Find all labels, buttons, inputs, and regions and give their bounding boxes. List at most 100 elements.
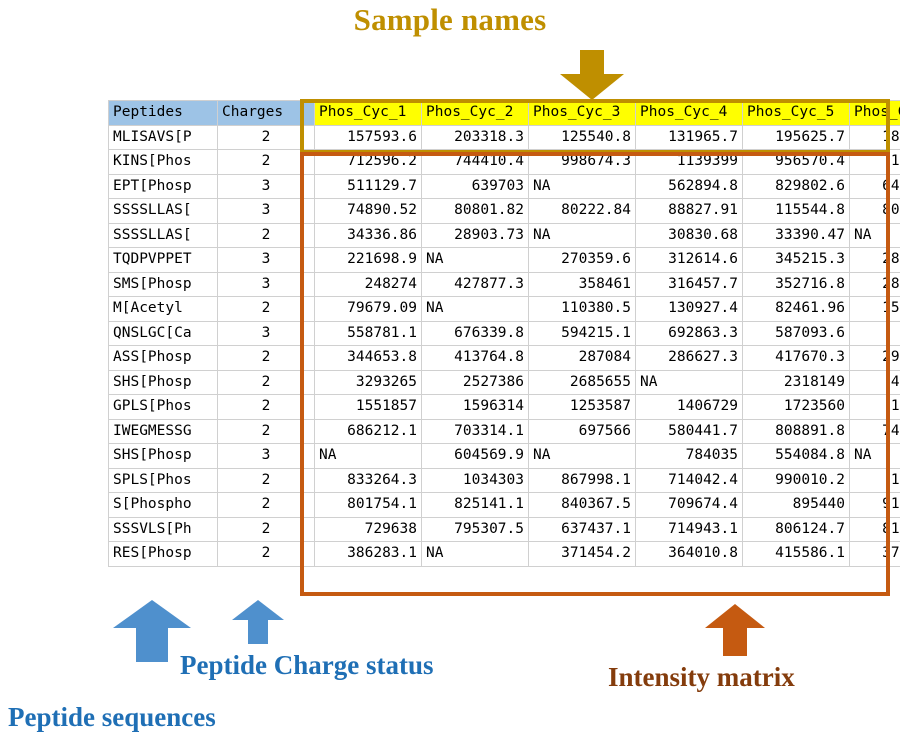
cell-intensity-s2[interactable]: 2527386	[421, 369, 529, 395]
cell-peptide[interactable]: MLISAVS[P	[108, 124, 218, 150]
cell-peptide[interactable]: IWEGMESSG	[108, 418, 218, 444]
cell-intensity-s2[interactable]: NA	[421, 296, 529, 322]
cell-peptide[interactable]: TQDPVPPET	[108, 247, 218, 273]
cell-intensity-s1[interactable]: 3293265	[314, 369, 422, 395]
cell-intensity-s1[interactable]: 248274	[314, 271, 422, 297]
cell-intensity-s6[interactable]: 745552.6	[849, 418, 900, 444]
cell-peptide[interactable]: RES[Phosp	[108, 541, 218, 567]
cell-intensity-s3[interactable]: 867998.1	[528, 467, 636, 493]
cell-intensity-s1[interactable]: 686212.1	[314, 418, 422, 444]
cell-charge[interactable]: 2	[217, 345, 315, 371]
cell-peptide[interactable]: ASS[Phosp	[108, 345, 218, 371]
cell-intensity-s3[interactable]: 998674.3	[528, 149, 636, 175]
cell-intensity-s6[interactable]: 1502006	[849, 394, 900, 420]
column-header-charges[interactable]: Charges	[217, 100, 315, 126]
cell-intensity-s1[interactable]: 729638	[314, 516, 422, 542]
cell-intensity-s1[interactable]: 157593.6	[314, 124, 422, 150]
cell-charge[interactable]: 2	[217, 516, 315, 542]
cell-charge[interactable]: 2	[217, 541, 315, 567]
cell-intensity-s5[interactable]: 1723560	[742, 394, 850, 420]
cell-intensity-s5[interactable]: 82461.96	[742, 296, 850, 322]
column-header-sample-6[interactable]: Phos_Cyc_6	[849, 100, 900, 126]
cell-intensity-s1[interactable]: NA	[314, 443, 422, 469]
cell-charge[interactable]: 3	[217, 320, 315, 346]
cell-intensity-s6[interactable]: 1120046	[849, 149, 900, 175]
cell-intensity-s4[interactable]: 286627.3	[635, 345, 743, 371]
cell-intensity-s2[interactable]: 604569.9	[421, 443, 529, 469]
cell-peptide[interactable]: SSSSLLAS[	[108, 222, 218, 248]
cell-intensity-s2[interactable]: 703314.1	[421, 418, 529, 444]
cell-intensity-s2[interactable]: 427877.3	[421, 271, 529, 297]
cell-peptide[interactable]: SSSVLS[Ph	[108, 516, 218, 542]
cell-intensity-s3[interactable]: 125540.8	[528, 124, 636, 150]
cell-intensity-s2[interactable]: 639703	[421, 173, 529, 199]
cell-intensity-s3[interactable]: 358461	[528, 271, 636, 297]
cell-intensity-s6[interactable]: 1039246	[849, 467, 900, 493]
cell-intensity-s2[interactable]: 80801.82	[421, 198, 529, 224]
cell-peptide[interactable]: SHS[Phosp	[108, 443, 218, 469]
cell-intensity-s4[interactable]: 131965.7	[635, 124, 743, 150]
cell-intensity-s5[interactable]: 415586.1	[742, 541, 850, 567]
cell-intensity-s6[interactable]: NA	[849, 222, 900, 248]
cell-intensity-s3[interactable]: 110380.5	[528, 296, 636, 322]
cell-intensity-s5[interactable]: 195625.7	[742, 124, 850, 150]
cell-intensity-s6[interactable]: 818071.6	[849, 516, 900, 542]
cell-intensity-s6[interactable]: 295301.9	[849, 345, 900, 371]
cell-intensity-s5[interactable]: 352716.8	[742, 271, 850, 297]
cell-charge[interactable]: 3	[217, 247, 315, 273]
cell-intensity-s1[interactable]: 34336.86	[314, 222, 422, 248]
cell-intensity-s6[interactable]: 913974.4	[849, 492, 900, 518]
cell-intensity-s2[interactable]: 744410.4	[421, 149, 529, 175]
column-header-sample-5[interactable]: Phos_Cyc_5	[742, 100, 850, 126]
cell-intensity-s4[interactable]: 562894.8	[635, 173, 743, 199]
cell-charge[interactable]: 2	[217, 418, 315, 444]
cell-intensity-s1[interactable]: 79679.09	[314, 296, 422, 322]
cell-intensity-s4[interactable]: 1139399	[635, 149, 743, 175]
cell-charge[interactable]: 3	[217, 443, 315, 469]
cell-intensity-s4[interactable]: 784035	[635, 443, 743, 469]
cell-intensity-s3[interactable]: 80222.84	[528, 198, 636, 224]
cell-intensity-s1[interactable]: 221698.9	[314, 247, 422, 273]
cell-intensity-s5[interactable]: 554084.8	[742, 443, 850, 469]
cell-intensity-s2[interactable]: 1034303	[421, 467, 529, 493]
cell-intensity-s6[interactable]: 756873	[849, 320, 900, 346]
cell-intensity-s4[interactable]: 714943.1	[635, 516, 743, 542]
column-header-peptides[interactable]: Peptides	[108, 100, 218, 126]
cell-intensity-s3[interactable]: 287084	[528, 345, 636, 371]
cell-intensity-s1[interactable]: 511129.7	[314, 173, 422, 199]
cell-intensity-s3[interactable]: 637437.1	[528, 516, 636, 542]
cell-intensity-s6[interactable]: NA	[849, 443, 900, 469]
column-header-sample-4[interactable]: Phos_Cyc_4	[635, 100, 743, 126]
cell-charge[interactable]: 2	[217, 124, 315, 150]
cell-charge[interactable]: 3	[217, 271, 315, 297]
cell-intensity-s2[interactable]: NA	[421, 247, 529, 273]
cell-intensity-s4[interactable]: 130927.4	[635, 296, 743, 322]
cell-charge[interactable]: 2	[217, 492, 315, 518]
cell-intensity-s5[interactable]: 829802.6	[742, 173, 850, 199]
cell-intensity-s5[interactable]: 808891.8	[742, 418, 850, 444]
cell-intensity-s4[interactable]: 580441.7	[635, 418, 743, 444]
cell-intensity-s4[interactable]: 714042.4	[635, 467, 743, 493]
cell-intensity-s2[interactable]: NA	[421, 541, 529, 567]
cell-charge[interactable]: 2	[217, 369, 315, 395]
cell-intensity-s5[interactable]: 587093.6	[742, 320, 850, 346]
cell-intensity-s4[interactable]: 30830.68	[635, 222, 743, 248]
cell-intensity-s3[interactable]: NA	[528, 173, 636, 199]
cell-peptide[interactable]: EPT[Phosp	[108, 173, 218, 199]
cell-intensity-s1[interactable]: 712596.2	[314, 149, 422, 175]
cell-intensity-s1[interactable]: 74890.52	[314, 198, 422, 224]
column-header-sample-1[interactable]: Phos_Cyc_1	[314, 100, 422, 126]
cell-intensity-s6[interactable]: 155724.4	[849, 296, 900, 322]
cell-intensity-s4[interactable]: 1406729	[635, 394, 743, 420]
cell-intensity-s2[interactable]: 676339.8	[421, 320, 529, 346]
cell-intensity-s6[interactable]: 284286.5	[849, 247, 900, 273]
cell-intensity-s5[interactable]: 33390.47	[742, 222, 850, 248]
cell-peptide[interactable]: GPLS[Phos	[108, 394, 218, 420]
cell-charge[interactable]: 3	[217, 173, 315, 199]
cell-charge[interactable]: 2	[217, 394, 315, 420]
cell-peptide[interactable]: KINS[Phos	[108, 149, 218, 175]
cell-intensity-s4[interactable]: 316457.7	[635, 271, 743, 297]
cell-peptide[interactable]: SMS[Phosp	[108, 271, 218, 297]
cell-intensity-s5[interactable]: 345215.3	[742, 247, 850, 273]
cell-intensity-s6[interactable]: 80334.69	[849, 198, 900, 224]
